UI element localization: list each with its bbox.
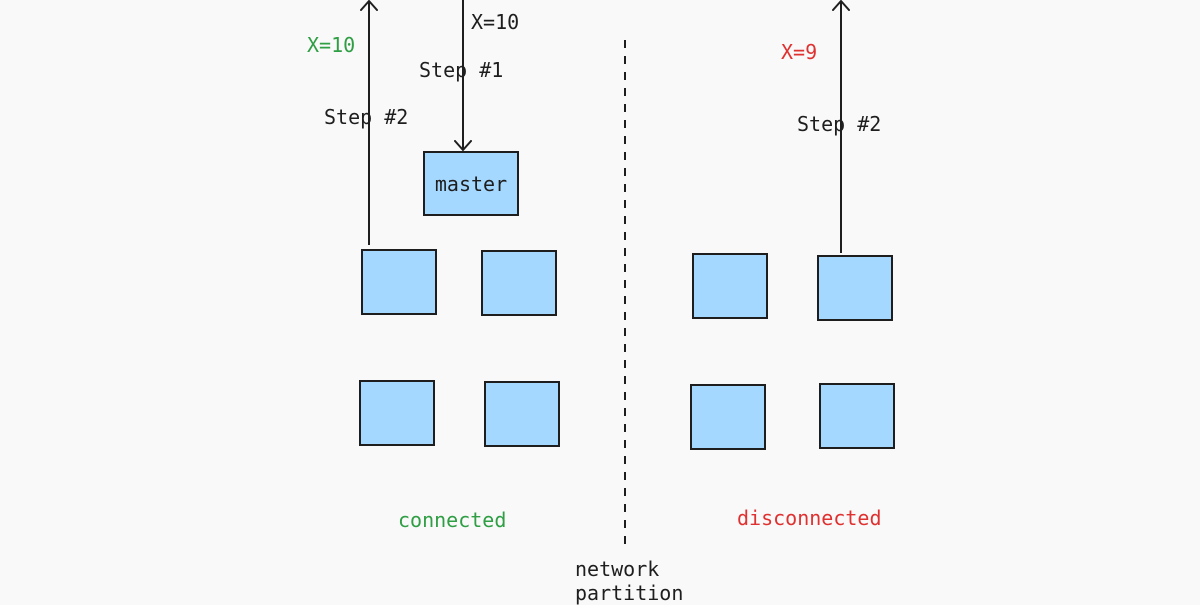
replica-node xyxy=(361,249,437,315)
master-node: master xyxy=(423,151,519,216)
replica-node-disconnected xyxy=(690,384,766,450)
read-value-label-connected: X=10 xyxy=(307,33,356,57)
master-label: master xyxy=(434,171,508,196)
write-step-label: Step #1 xyxy=(419,58,504,82)
replica-node-disconnected xyxy=(692,253,768,319)
read-value-label-disconnected: X=9 xyxy=(781,40,818,64)
replica-node xyxy=(484,381,560,447)
write-value-label: X=10 xyxy=(471,10,520,34)
replica-node-disconnected xyxy=(819,383,895,449)
replica-node xyxy=(481,250,557,316)
connected-status-label: connected xyxy=(398,508,507,532)
replica-node xyxy=(359,380,435,446)
read-step-label-disconnected: Step #2 xyxy=(797,112,882,136)
replica-node-disconnected xyxy=(817,255,893,321)
partition-label-line2: partition xyxy=(575,581,684,605)
disconnected-status-label: disconnected xyxy=(737,506,882,530)
partition-label-line1: network xyxy=(575,557,660,581)
read-step-label-connected: Step #2 xyxy=(324,105,409,129)
